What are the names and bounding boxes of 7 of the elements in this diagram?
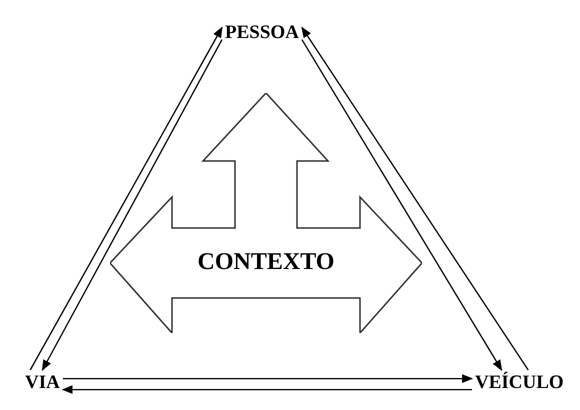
node-label: VIA bbox=[25, 372, 60, 394]
arrow bbox=[62, 385, 472, 394]
node-label: PESSOA bbox=[225, 22, 299, 44]
node-label: VEÍCULO bbox=[475, 372, 564, 394]
shape-label: CONTEXTO bbox=[196, 249, 336, 276]
arrow bbox=[62, 374, 474, 383]
arrow-shape bbox=[110, 93, 422, 333]
